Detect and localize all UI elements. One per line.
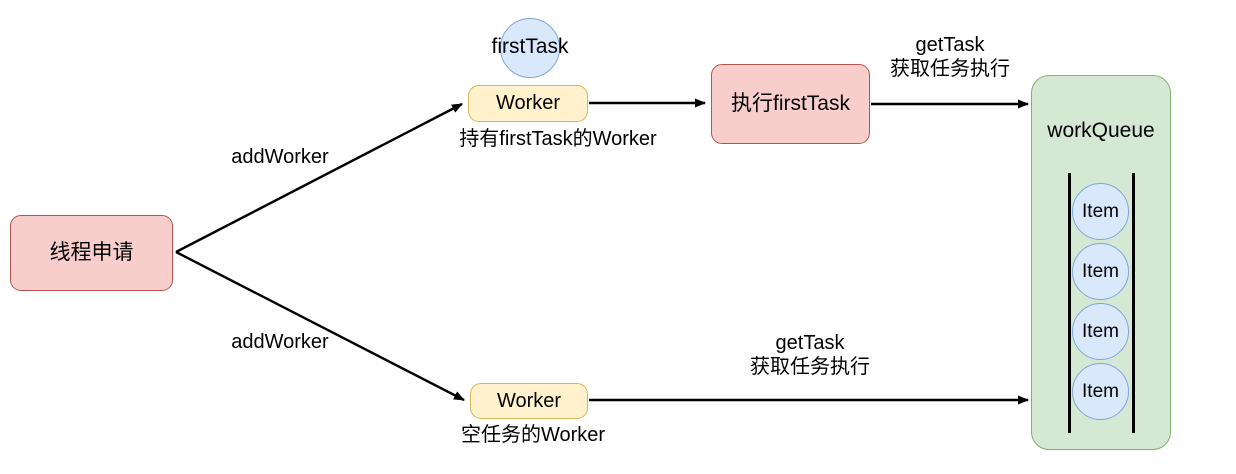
queue-item[interactable]: Item xyxy=(1072,303,1129,360)
node-worker-top-label: Worker xyxy=(495,92,561,114)
edge-addworker-top xyxy=(175,102,463,254)
edge-addworker-bottom xyxy=(175,250,465,402)
label-addworker-top: addWorker xyxy=(231,146,329,168)
node-exec-first-task-label: 执行firstTask xyxy=(730,91,850,115)
work-queue-title: workQueue xyxy=(1047,119,1155,142)
node-worker-top[interactable]: Worker xyxy=(468,85,588,122)
label-gettask-top: getTask 获取任务执行 xyxy=(890,34,1010,80)
label-worker-top-caption: 持有firstTask的Worker xyxy=(459,128,657,150)
node-thread-request[interactable]: 线程申请 xyxy=(10,215,173,291)
queue-item[interactable]: Item xyxy=(1072,183,1129,240)
queue-item[interactable]: Item xyxy=(1072,363,1129,420)
node-first-task-circle[interactable] xyxy=(500,18,560,78)
label-addworker-bottom: addWorker xyxy=(231,331,329,353)
node-thread-request-label: 线程申请 xyxy=(49,240,134,264)
queue-rail-left xyxy=(1068,173,1071,433)
label-first-task: firstTask xyxy=(491,35,569,58)
label-worker-bottom-caption: 空任务的Worker xyxy=(460,424,606,446)
node-worker-bottom[interactable]: Worker xyxy=(470,383,588,419)
queue-rail-right xyxy=(1132,173,1135,433)
node-worker-bottom-label: Worker xyxy=(496,389,562,412)
node-exec-first-task[interactable]: 执行firstTask xyxy=(711,64,870,144)
label-gettask-bottom: getTask 获取任务执行 xyxy=(750,332,870,378)
queue-item[interactable]: Item xyxy=(1072,243,1129,300)
